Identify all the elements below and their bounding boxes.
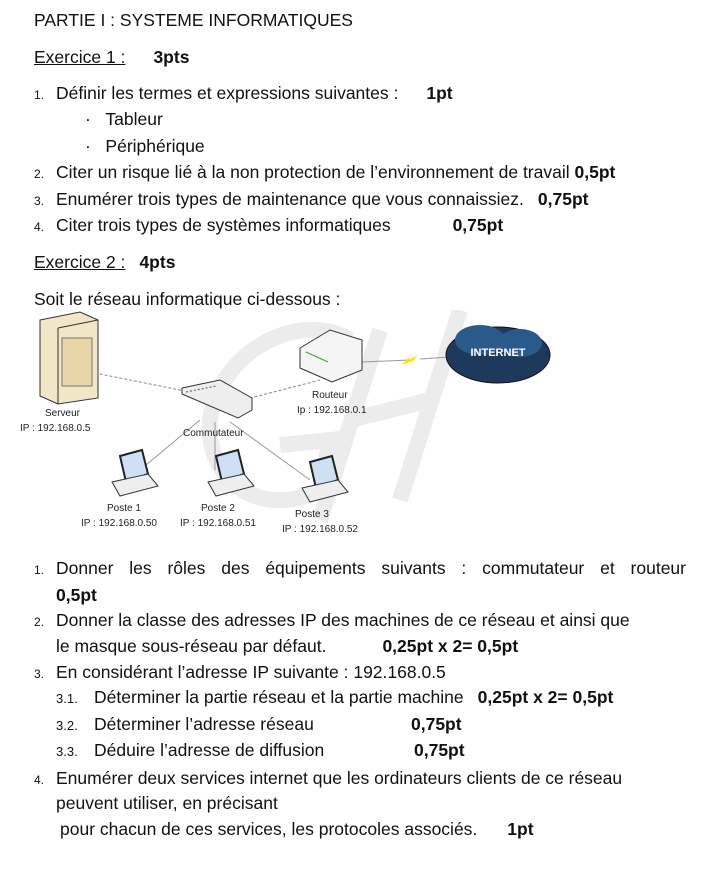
ex2-question-2: 2. Donner la classe des adresses IP des m… [34, 609, 630, 633]
ex2-question-3: 3. En considérant l’adresse IP suivante :… [34, 661, 446, 685]
points: 1pt [426, 83, 453, 103]
bullet-text: Tableur [105, 109, 163, 129]
question-text: Enumérer deux services internet que les … [56, 768, 623, 788]
question-text: Déterminer l’adresse réseau [94, 714, 314, 734]
ex2-question-3-1: 3.1. Déterminer la partie réseau et la pa… [56, 686, 613, 710]
points: 0,5pt [56, 585, 97, 605]
question-number: 3. [34, 667, 45, 681]
ex1-question-2: 2. Citer un risque lié à la non protectio… [34, 161, 615, 185]
internet-cloud-icon: INTERNET [445, 325, 551, 384]
points: 1pt [507, 819, 534, 839]
question-text: Enumérer trois types de maintenance que … [56, 189, 524, 209]
ex2-question-3-2: 3.2. Déterminer l’adresse réseau [56, 713, 314, 737]
bullet-text: Périphérique [105, 136, 205, 156]
ex1-question-3: 3. Enumérer trois types de maintenance qu… [34, 188, 588, 212]
exercise-1-heading: Exercice 1 : 3pts [34, 46, 189, 68]
question-text: En considérant l’adresse IP suivante : 1… [56, 662, 446, 682]
question-text: pour chacun de ces services, les protoco… [60, 819, 478, 839]
poste-ip: IP : 192.168.0.50 [81, 518, 157, 529]
question-number: 2. [34, 615, 45, 629]
server-label: Serveur [45, 408, 81, 419]
question-number: 3. [34, 194, 45, 208]
exercise-2-heading: Exercice 2 : 4pts [34, 251, 175, 273]
bullet-item: · Tableur [85, 109, 163, 129]
question-number: 4. [34, 773, 45, 787]
exercise-1-points: 3pts [153, 47, 190, 67]
question-text: Citer un risque lié à la non protection … [56, 162, 570, 182]
links [139, 356, 451, 481]
switch-label: Commutateur [183, 428, 244, 439]
ex2-question-4-cont: peuvent utiliser, en précisant [56, 793, 278, 813]
bullet-item: · Périphérique [85, 136, 205, 156]
router-icon [299, 329, 363, 383]
poste-label: Poste 2 [201, 503, 235, 514]
switch-icon [181, 379, 253, 419]
ex1-question-4: 4. Citer trois types de systèmes informat… [34, 214, 503, 238]
question-text: Déterminer la partie réseau et la partie… [94, 687, 464, 707]
question-text: Citer trois types de systèmes informatiq… [56, 215, 391, 235]
question-text: Donner la classe des adresses IP des mac… [56, 610, 630, 630]
ex2-intro: Soit le réseau informatique ci-dessous : [34, 289, 341, 309]
question-text: Définir les termes et expressions suivan… [56, 83, 399, 103]
points: 0,25pt x 2= 0,5pt [382, 636, 519, 656]
ex2-question-4-cont2: pour chacun de ces services, les protoco… [60, 818, 534, 840]
router-label: Routeur [312, 390, 348, 401]
poste-ip: IP : 192.168.0.52 [282, 524, 358, 535]
exercise-2-title: Exercice 2 : [34, 252, 126, 272]
laptop-icon [207, 448, 255, 497]
server-icon [39, 311, 99, 405]
poste-label: Poste 3 [295, 509, 329, 520]
points: 0,75pt [414, 740, 465, 760]
ex1-question-1: 1. Définir les termes et expressions suiv… [34, 82, 453, 106]
ex2-question-4: 4. Enumérer deux services internet que le… [34, 767, 622, 791]
internet-label: INTERNET [471, 347, 526, 359]
question-number: 3.1. [56, 691, 78, 706]
ex2-question-1: 1. Donner les rôles des équipements suiva… [34, 557, 686, 581]
question-text: Déduire l’adresse de diffusion [94, 740, 325, 760]
laptop-icon [111, 448, 159, 497]
exercise-1-title: Exercice 1 : [34, 47, 126, 67]
points: 0,75pt [537, 189, 589, 209]
poste-label: Poste 1 [107, 503, 141, 514]
question-text: le masque sous-réseau par défaut. [56, 636, 327, 656]
points: 0,75pt [452, 215, 504, 235]
part-title: PARTIE I : SYSTEME INFORMATIQUES [34, 10, 353, 30]
points: 0,25pt x 2= 0,5pt [477, 687, 614, 707]
ex2-question-2-cont: le masque sous-réseau par défaut. 0,25pt … [56, 635, 518, 657]
ex2-question-3-3: 3.3. Déduire l’adresse de diffusion [56, 739, 324, 763]
question-number: 1. [34, 563, 45, 577]
question-number: 4. [34, 220, 45, 234]
question-number: 2. [34, 167, 45, 181]
question-text: Donner les rôles des équipements suivant… [56, 558, 686, 578]
laptop-icon [301, 454, 349, 503]
points: 0,75pt [411, 714, 462, 734]
question-number: 1. [34, 88, 45, 102]
network-diagram: INTERNET Serveur IP : 192.168.0.5 Commut… [20, 310, 551, 535]
exercise-2-points: 4pts [139, 252, 176, 272]
points: 0,5pt [574, 162, 616, 182]
question-number: 3.2. [56, 718, 78, 733]
question-number: 3.3. [56, 744, 78, 759]
wan-link-icon [402, 354, 418, 367]
router-ip: Ip : 192.168.0.1 [297, 405, 367, 416]
poste-ip: IP : 192.168.0.51 [180, 518, 256, 529]
server-ip: IP : 192.168.0.5 [20, 423, 91, 434]
